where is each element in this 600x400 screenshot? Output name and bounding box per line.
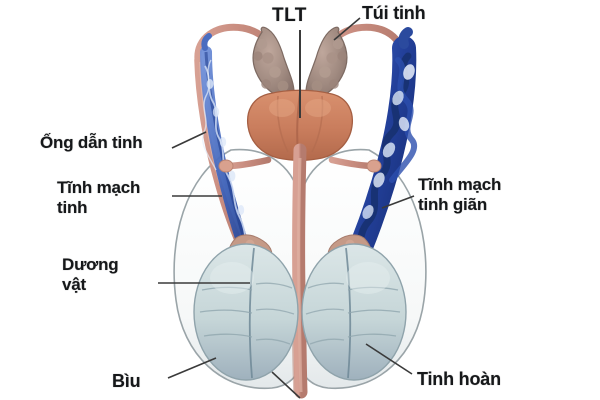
label-scrotum: Bìu xyxy=(112,371,141,391)
label-vas-deferens: Ống dẫn tinh xyxy=(40,133,143,152)
testicle-right xyxy=(301,243,407,381)
label-spermatic-vein: Tĩnh mạch tinh xyxy=(57,178,141,218)
label-prostate: TLT xyxy=(272,5,307,26)
seminal-vesicle-right xyxy=(305,26,348,100)
label-penis: Dương vật xyxy=(62,255,119,295)
leader-line-seminal-vesicle xyxy=(333,17,361,41)
seminal-vesicle-left xyxy=(252,26,295,100)
penis-urethra-shaft xyxy=(292,143,308,399)
leader-line-penis-lower xyxy=(271,371,301,399)
label-seminal-vesicle: Túi tinh xyxy=(362,3,426,23)
prostate-gland xyxy=(218,89,382,173)
testicle-left xyxy=(193,243,299,381)
label-varicocele: Tĩnh mạch tinh giãn xyxy=(418,175,502,215)
leader-lines xyxy=(158,17,415,399)
leader-line-varicocele xyxy=(381,195,415,209)
label-testicle: Tinh hoàn xyxy=(417,369,501,389)
leader-line-scrotum xyxy=(167,357,217,379)
leader-line-vas-deferens xyxy=(171,131,207,149)
leader-line-testicle xyxy=(365,343,413,375)
